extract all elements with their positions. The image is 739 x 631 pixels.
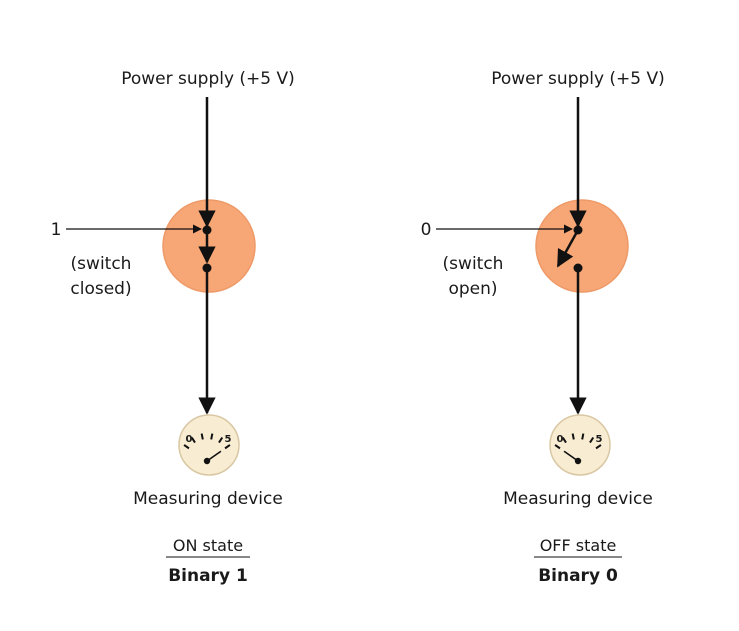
gauge-max-label: 5	[596, 434, 603, 445]
switch-blade-open	[556, 229, 580, 268]
gauge-tick	[581, 433, 585, 440]
gauge-ticks	[183, 433, 231, 450]
gauge-tick	[595, 444, 602, 450]
measuring-device-gauge: 0 5	[178, 414, 240, 476]
gauge-tick	[561, 436, 567, 444]
power-supply-label: Power supply (+5 V)	[121, 69, 295, 89]
binary-label: Binary 1	[168, 566, 248, 586]
gauge-pivot	[574, 457, 582, 465]
switch-circle	[535, 199, 629, 293]
gauge-min-label: 0	[186, 434, 193, 445]
switch-label-line1: (switch	[443, 254, 504, 274]
gauge-tick	[224, 444, 231, 450]
gauge-max-label: 5	[225, 434, 232, 445]
gauge-tick	[218, 436, 224, 444]
gauge-tick	[589, 436, 595, 444]
gauge-min-label: 0	[557, 434, 564, 445]
measuring-device-label: Measuring device	[133, 489, 283, 509]
power-supply-label: Power supply (+5 V)	[491, 69, 665, 89]
switch-circle	[162, 199, 256, 293]
switch-label-line2: closed)	[70, 279, 131, 299]
input-value-label: 0	[421, 220, 432, 240]
gauge-ticks	[554, 433, 602, 450]
state-label: OFF state	[540, 536, 617, 555]
switch-label-line2: open)	[448, 279, 497, 299]
on-state-panel: Power supply (+5 V) 1 (switch closed) 0 …	[51, 69, 295, 586]
gauge-tick	[183, 444, 190, 450]
measuring-device-gauge: 0 5	[549, 414, 611, 476]
gauge-tick	[210, 433, 214, 440]
gauge-tick	[200, 433, 204, 440]
state-label: ON state	[173, 536, 243, 555]
gauge-tick	[554, 444, 561, 450]
measuring-device-label: Measuring device	[503, 489, 653, 509]
gauge-tick	[571, 433, 575, 440]
gauge-tick	[190, 436, 196, 444]
gauge-face	[178, 414, 240, 476]
switch-label-line1: (switch	[71, 254, 132, 274]
binary-label: Binary 0	[538, 566, 618, 586]
off-state-panel: Power supply (+5 V) 0 (switch open) 0 5 …	[421, 69, 665, 586]
gauge-face	[549, 414, 611, 476]
gauge-pivot	[203, 457, 211, 465]
input-value-label: 1	[51, 220, 62, 240]
